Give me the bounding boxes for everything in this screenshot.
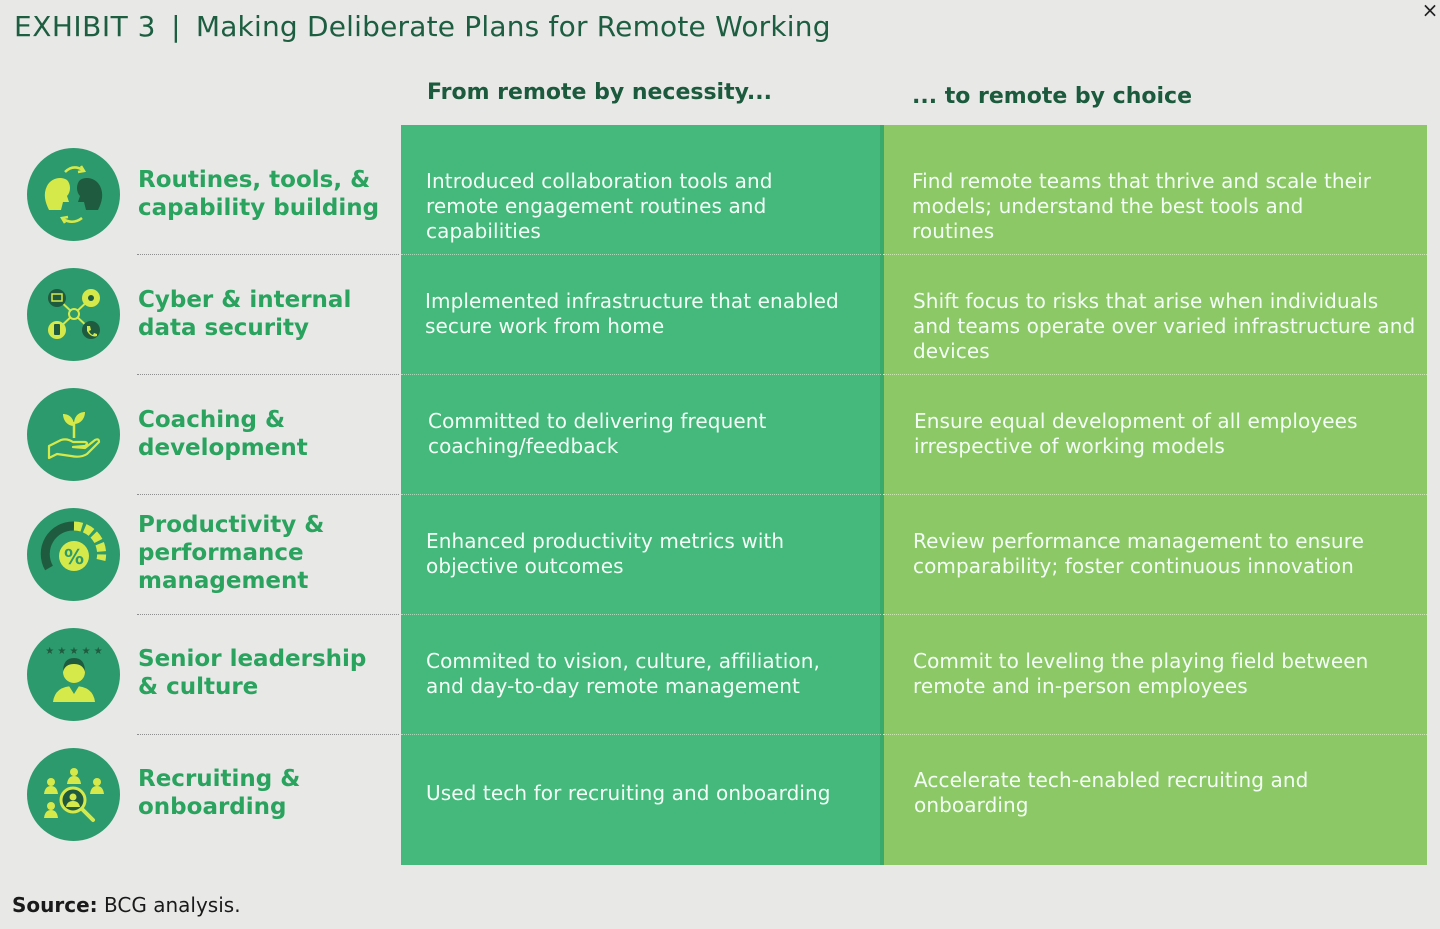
row-divider xyxy=(883,374,1427,375)
to-cell-recruiting: Accelerate tech-enabled recruiting and o… xyxy=(914,768,1309,817)
to-cell-leadership: Commit to leveling the playing field bet… xyxy=(913,649,1369,698)
exhibit-number: EXHIBIT 3 xyxy=(14,10,156,43)
row-divider xyxy=(883,614,1427,615)
row-label-productivity: Productivity & performance management xyxy=(138,512,325,594)
row-divider xyxy=(137,494,399,495)
row-divider xyxy=(137,374,399,375)
svg-text:%: % xyxy=(64,545,84,569)
leader-stars-icon: ★ ★ ★ ★ ★ xyxy=(27,628,120,721)
row-divider xyxy=(883,494,1427,495)
row-divider xyxy=(401,614,881,615)
from-cell-recruiting: Used tech for recruiting and onboarding xyxy=(426,781,831,805)
connected-devices-icon xyxy=(27,268,120,361)
hand-plant-icon xyxy=(27,388,120,481)
source-note: Source: BCG analysis. xyxy=(12,893,241,917)
from-cell-routines: Introduced collaboration tools and remot… xyxy=(426,169,773,243)
exhibit-title: EXHIBIT 3 | Making Deliberate Plans for … xyxy=(14,10,831,43)
row-label-recruiting: Recruiting & onboarding xyxy=(138,766,301,820)
to-column-panel xyxy=(883,125,1427,865)
from-cell-coaching: Committed to delivering frequent coachin… xyxy=(428,409,767,458)
magnifier-people-icon xyxy=(27,748,120,841)
row-divider xyxy=(401,734,881,735)
to-cell-productivity: Review performance management to ensure … xyxy=(913,529,1364,578)
close-icon[interactable]: × xyxy=(1421,0,1439,22)
row-divider xyxy=(401,374,881,375)
row-label-cyber: Cyber & internal data security xyxy=(138,287,352,341)
from-column-panel xyxy=(401,125,881,865)
row-divider xyxy=(401,494,881,495)
row-divider xyxy=(883,734,1427,735)
from-cell-productivity: Enhanced productivity metrics with objec… xyxy=(426,529,785,578)
from-cell-leadership: Commited to vision, culture, affiliation… xyxy=(426,649,820,698)
to-cell-cyber: Shift focus to risks that arise when ind… xyxy=(913,289,1416,363)
exhibit-title-text: Making Deliberate Plans for Remote Worki… xyxy=(195,10,831,43)
collaboration-heads-icon xyxy=(27,148,120,241)
percent-gauge-icon: % xyxy=(27,508,120,601)
column-header-to: ... to remote by choice xyxy=(912,84,1192,109)
source-text: BCG analysis. xyxy=(104,893,241,917)
svg-text:★ ★ ★ ★ ★: ★ ★ ★ ★ ★ xyxy=(45,646,103,657)
column-header-from: From remote by necessity... xyxy=(427,80,773,105)
from-cell-cyber: Implemented infrastructure that enabled … xyxy=(425,289,839,338)
row-divider xyxy=(883,254,1427,255)
row-divider xyxy=(137,614,399,615)
to-cell-coaching: Ensure equal development of all employee… xyxy=(914,409,1358,458)
to-cell-routines: Find remote teams that thrive and scale … xyxy=(912,169,1372,243)
row-label-coaching: Coaching & development xyxy=(138,407,308,461)
column-divider xyxy=(880,125,884,865)
source-label: Source: xyxy=(12,893,98,917)
row-divider xyxy=(401,254,881,255)
row-divider xyxy=(137,734,399,735)
title-separator: | xyxy=(171,10,181,43)
row-divider xyxy=(137,254,399,255)
row-label-leadership: Senior leadership & culture xyxy=(138,646,367,700)
row-label-routines: Routines, tools, & capability building xyxy=(138,167,380,221)
